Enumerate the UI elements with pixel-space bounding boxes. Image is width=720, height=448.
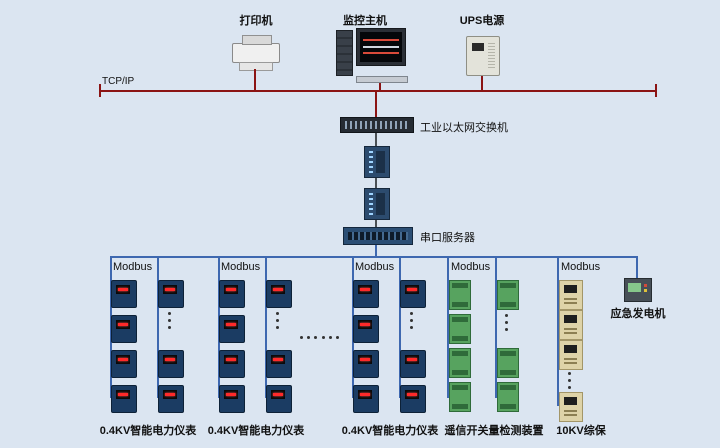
protection-relay-icon (559, 340, 583, 370)
bus-to-switch-line (375, 92, 377, 117)
pc-monitor-icon (356, 28, 406, 66)
io-module-icon (449, 280, 471, 310)
ethernet-switch-label: 工业以太网交换机 (420, 122, 508, 134)
power-meter-icon (400, 280, 426, 308)
protection-relay-icon (559, 392, 583, 422)
branch4-device-label: 遥信开关量检测装置 (444, 425, 544, 437)
branch3-bus-label: Modbus (355, 261, 395, 273)
printer-drop-line (254, 69, 256, 90)
pc-tower-icon (336, 30, 353, 76)
power-meter-icon (266, 350, 292, 378)
power-meter-icon (353, 315, 379, 343)
branch2-bus-label: Modbus (221, 261, 261, 273)
monitor-host-icon (336, 28, 416, 84)
printer-label: 打印机 (239, 15, 273, 27)
switch-to-converter1-line (375, 133, 377, 146)
host-drop-line (379, 83, 381, 90)
power-meter-icon (266, 385, 292, 413)
power-meter-icon (219, 350, 245, 378)
branch2-bus-line-b (265, 258, 267, 398)
power-meter-icon (219, 280, 245, 308)
more-branches-ellipsis (322, 336, 325, 339)
more-branches-ellipsis (300, 336, 303, 339)
branch4-bus-line-a (447, 258, 449, 398)
emergency-generator-icon (624, 278, 652, 302)
power-meter-icon (111, 280, 137, 308)
protection-relay-icon (559, 280, 583, 310)
branch1-bus-line-b (157, 258, 159, 398)
media-converter-icon (364, 146, 390, 178)
io-module-icon (497, 348, 519, 378)
emergency-generator-label: 应急发电机 (610, 308, 666, 320)
more-devices-ellipsis (505, 314, 508, 317)
media-converter-icon (364, 188, 390, 220)
branch3-bus-line-b (399, 258, 401, 398)
printer-icon (232, 35, 280, 71)
ethernet-switch-icon (340, 117, 414, 133)
converter2-to-serial-line (375, 220, 377, 227)
branch4-bus-label: Modbus (451, 261, 491, 273)
power-meter-icon (400, 385, 426, 413)
modbus-trunk-line (110, 256, 638, 258)
io-module-icon (449, 348, 471, 378)
branch5-device-label: 10KV综保 (556, 425, 606, 437)
io-module-icon (449, 314, 471, 344)
branch5-bus-label: Modbus (561, 261, 601, 273)
io-module-icon (497, 280, 519, 310)
branch3-device-label: 0.4KV智能电力仪表 (341, 425, 439, 437)
power-meter-icon (353, 280, 379, 308)
more-devices-ellipsis (568, 372, 571, 375)
tcpip-bus-line (100, 90, 657, 92)
serial-to-modbus-line (375, 245, 377, 257)
power-meter-icon (400, 350, 426, 378)
ups-label: UPS电源 (459, 15, 505, 27)
more-devices-ellipsis (276, 312, 279, 315)
pc-keyboard-icon (356, 76, 408, 83)
power-meter-icon (111, 385, 137, 413)
branch4-bus-line-b (495, 258, 497, 398)
tcpip-left-terminator (99, 84, 101, 97)
ups-drop-line (481, 76, 483, 90)
branch1-bus-label: Modbus (113, 261, 153, 273)
power-meter-icon (158, 280, 184, 308)
power-meter-icon (353, 385, 379, 413)
power-meter-icon (353, 350, 379, 378)
branch5-bus-line (557, 258, 559, 406)
host-label: 监控主机 (343, 15, 387, 27)
generator-drop-line (636, 258, 638, 278)
more-devices-ellipsis (410, 312, 413, 315)
serial-server-icon (343, 227, 413, 245)
more-devices-ellipsis (168, 312, 171, 315)
converter1-to-converter2-line (375, 178, 377, 188)
io-module-icon (449, 382, 471, 412)
power-meter-icon (219, 385, 245, 413)
power-meter-icon (111, 350, 137, 378)
power-meter-icon (266, 280, 292, 308)
power-meter-icon (158, 385, 184, 413)
branch1-device-label: 0.4KV智能电力仪表 (99, 425, 197, 437)
tcpip-label: TCP/IP (102, 76, 135, 87)
ups-icon (466, 36, 500, 76)
tcpip-right-terminator (655, 84, 657, 97)
branch2-device-label: 0.4KV智能电力仪表 (207, 425, 305, 437)
power-meter-icon (158, 350, 184, 378)
serial-server-label: 串口服务器 (420, 232, 475, 244)
power-meter-icon (219, 315, 245, 343)
protection-relay-icon (559, 310, 583, 340)
power-meter-icon (111, 315, 137, 343)
io-module-icon (497, 382, 519, 412)
